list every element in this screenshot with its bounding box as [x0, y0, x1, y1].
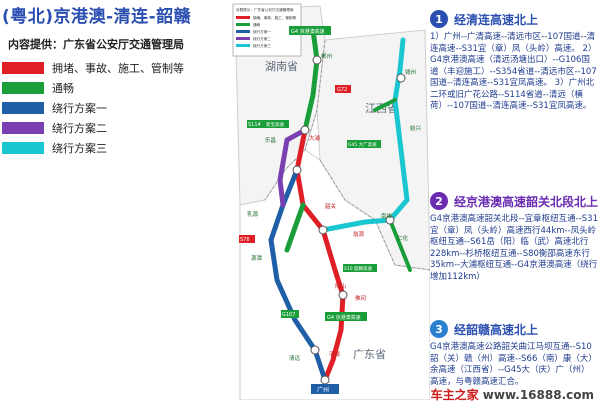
legend-item-detour-3: 绕行方案三 [2, 138, 228, 158]
region-label-hunan: 湖南省 [265, 60, 298, 73]
label-youyuan: 源潭 [251, 254, 263, 262]
legend-label-clear: 通畅 [52, 82, 74, 95]
legend-item-detour-2: 绕行方案二 [2, 118, 228, 138]
inset-legend-title: 对照提示：广东省公安厅交通管理局 [236, 7, 294, 12]
label-shaoguan: 韶关 [325, 202, 337, 210]
section-2: 2 经京港澳高速韶关北段北上 G4京港澳高速韶关北段--宜章枢纽互通--S31宜… [430, 192, 598, 283]
section-3-body: G4京港澳高速公路韶关曲江马坝互通--S10韶（关）赣（州）高速--S66（南）… [430, 342, 597, 387]
label-wengyuan: 翁源 [353, 230, 365, 238]
label-fogang: 佛冈 [355, 294, 366, 302]
badge-g4-top-label: G4 京港澳高速 [291, 28, 325, 35]
legend: 内容提供：广东省公安厅交通管理局 拥堵、事故、施工、管制等 通畅 绕行方案一 绕… [2, 36, 228, 158]
badge-g45-label: G45 大广高速 [348, 141, 377, 148]
region-label-guangdong: 广东省 [353, 348, 386, 361]
section-3: 3 经韶赣高速北上 G4京港澳高速公路韶关曲江马坝互通--S10韶（关）赣（州）… [430, 320, 598, 388]
inset-swatch-detour-3 [236, 44, 250, 47]
legend-source: 内容提供：广东省公安厅交通管理局 [8, 38, 184, 51]
section-2-body: G4京港澳高速韶关北段--宜章枢纽互通--S31宜（章）凤（头岭）高速西行44k… [430, 214, 598, 282]
badge-g45 [347, 140, 381, 148]
badge-guangzhou-label: 广州 [317, 386, 329, 394]
legend-label-detour-2: 绕行方案二 [52, 122, 107, 135]
route-map: 对照提示：广东省公安厅交通管理局 拥堵、事故、施工、管制等 通畅 绕行方案一 绕… [232, 3, 430, 400]
legend-item-congestion: 拥堵、事故、施工、管制等 [2, 58, 228, 78]
inset-swatch-detour-1 [236, 30, 250, 33]
legend-swatch-clear [2, 82, 44, 94]
label-yuhua: 乳源 [247, 210, 259, 218]
node-yizhang [300, 125, 310, 135]
badge-g107 [281, 310, 299, 318]
legend-label-congestion: 拥堵、事故、施工、管制等 [52, 62, 184, 75]
section-2-number-badge: 2 [430, 192, 448, 210]
label-qingcheng: 清城 [329, 350, 341, 358]
watermark-brand: 车主之家 [430, 388, 479, 402]
badge-g72-label: G72 [337, 87, 347, 93]
page-title: (粤北)京港澳-清连-韶赣 [2, 7, 192, 27]
route-g4-clear-2 [284, 202, 306, 253]
label-qingyuan: 清远 [289, 354, 301, 362]
inset-label-congestion: 拥堵、事故、施工、管制等 [253, 15, 297, 20]
section-1-header: 1 经清连高速北上 [430, 10, 598, 28]
label-yangshan: 阳山 [335, 282, 346, 290]
label-yixing: 仁化 [397, 234, 409, 242]
route-g45-green [373, 98, 412, 272]
node-guangzhou [320, 375, 330, 385]
badge-s10-label: S10 韶赣高速 [344, 265, 373, 272]
badge-baoqu [265, 120, 289, 128]
section-2-header: 2 经京港澳高速韶关北段北上 [430, 192, 598, 210]
inset-swatch-clear [236, 23, 250, 26]
route-detour-2 [277, 127, 308, 208]
inset-label-detour-1: 绕行方案一 [253, 29, 271, 34]
legend-swatch-detour-1 [2, 102, 44, 114]
badge-baoqu-label: 新宝高速 [266, 121, 284, 128]
inset-swatch-detour-2 [236, 37, 250, 40]
badge-s76-label: S76 [240, 237, 250, 243]
badge-s114-label: S114 [248, 122, 261, 128]
route-g4-north-clear [302, 27, 320, 133]
badge-g4-bottom-label: G4 京港澳高速 [327, 314, 361, 321]
route-g4-congestion-2 [300, 202, 346, 298]
legend-label-detour-1: 绕行方案一 [52, 102, 107, 115]
badge-g4-bottom [325, 312, 367, 321]
node-ganzhou [396, 73, 406, 83]
section-3-title: 经韶赣高速北上 [454, 322, 539, 337]
section-1-body: 1）广州--广清高速--清远市区--107国道--清连高速--S31宜（章）凤（… [430, 32, 597, 111]
legend-label-detour-3: 绕行方案三 [52, 142, 107, 155]
section-2-title: 经京港澳高速韶关北段北上 [454, 194, 599, 209]
label-chenzhou: 郴州 [321, 52, 332, 60]
label-shixing: 始兴 [410, 124, 422, 132]
node-wengyuan [338, 290, 348, 300]
watermark-url: www.16888.com [482, 388, 594, 402]
inset-swatch-congestion [236, 16, 250, 19]
label-nanxiong: 南雄 [381, 212, 393, 220]
badge-g107-label: G107 [282, 312, 295, 318]
node-nanxiong [385, 215, 395, 225]
legend-swatch-detour-3 [2, 142, 44, 154]
inset-label-detour-3: 绕行方案三 [253, 43, 271, 48]
legend-item-clear: 通畅 [2, 78, 228, 98]
badge-s76 [239, 235, 255, 243]
watermark: 车主之家 www.16888.com [431, 386, 594, 403]
label-ganzhou: 赣州 [405, 68, 416, 76]
section-3-number-badge: 3 [430, 320, 448, 338]
badge-g4-top [289, 26, 331, 35]
label-lechang: 乐昌 [265, 137, 276, 144]
section-1-title: 经清连高速北上 [454, 12, 539, 27]
inset-label-clear: 通畅 [253, 22, 261, 27]
section-1-number-badge: 1 [430, 10, 448, 28]
legend-swatch-congestion [2, 62, 44, 74]
badge-s114 [247, 120, 265, 128]
legend-item-detour-1: 绕行方案一 [2, 98, 228, 118]
label-dapu: 大浦 [309, 134, 321, 142]
node-lechang [292, 165, 302, 175]
inset-label-detour-2: 绕行方案二 [253, 36, 271, 41]
node-shaoguan [318, 225, 328, 235]
section-3-header: 3 经韶赣高速北上 [430, 320, 598, 338]
section-1: 1 经清连高速北上 1）广州--广清高速--清远市区--107国道--清连高速-… [430, 10, 598, 113]
badge-g72 [335, 85, 351, 93]
node-qingyuan [310, 345, 320, 355]
legend-swatch-detour-2 [2, 122, 44, 134]
badge-s10 [343, 264, 377, 272]
node-chenzhou [312, 55, 322, 65]
badge-guangzhou [311, 384, 339, 394]
